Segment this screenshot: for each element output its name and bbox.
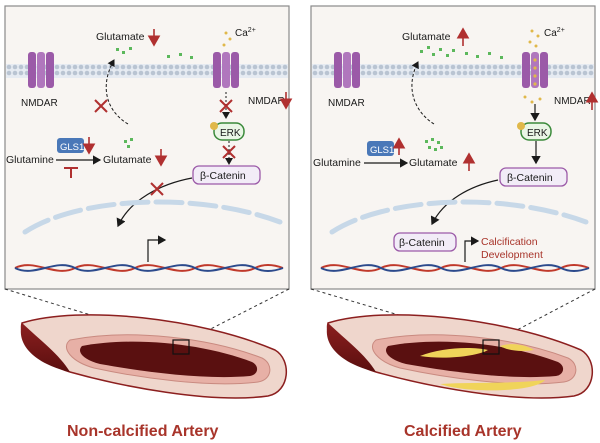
left-beta-catenin-label: β-Catenin — [200, 170, 246, 182]
right-beta-catenin-label: β-Catenin — [507, 172, 553, 184]
left-gls1-label: GLS1 — [60, 142, 84, 153]
left-glutamate-particles-mid — [124, 138, 133, 148]
left-export-cross-icon — [94, 99, 108, 113]
left-glutamate-particles-top — [116, 47, 193, 59]
right-nuclear-envelope — [329, 199, 589, 235]
left-nmdar-receptor-left — [28, 52, 54, 88]
left-panel-frame — [4, 5, 290, 290]
left-dna-strand-blue — [14, 264, 284, 272]
left-nmdar-label-left: NMDAR — [21, 98, 58, 109]
left-calcium-particles — [222, 31, 232, 47]
left-erk-cross-icon — [222, 145, 236, 159]
right-erk-phosphate-icon — [517, 122, 525, 130]
right-glutamate-mid-label: Glutamate — [409, 157, 458, 169]
right-panel: NMDAR NMDAR Glutamate Ca2+ ERK — [310, 5, 599, 290]
right-artery-title: Calcified Artery — [404, 423, 522, 440]
right-beta-catenin-nucleus-node — [393, 232, 457, 252]
left-artery-title: Non-calcified Artery — [67, 423, 219, 440]
left-erk-label: ERK — [220, 128, 241, 139]
right-nmdar-label-left: NMDAR — [328, 98, 365, 109]
left-panel: NMDAR NMDAR Glutamate Ca2+ — [4, 5, 293, 290]
left-promoter-arrow — [147, 235, 167, 262]
right-catenin-translocation-arrow — [430, 179, 499, 226]
left-erk-node — [213, 122, 245, 141]
right-glutamate-particles-top — [420, 46, 503, 59]
right-nmdar-receptor-left — [334, 52, 360, 88]
right-calcium-particles — [523, 29, 542, 104]
right-promoter-arrow — [464, 236, 480, 262]
right-nmdar-receptor-right — [522, 52, 548, 88]
left-artery-zoom-box — [172, 339, 190, 355]
right-calcification-label-line1: Calcification — [481, 236, 538, 248]
right-glutamine-label: Glutamine — [313, 157, 361, 169]
right-artery-illustration — [326, 314, 594, 399]
right-artery-zoom-box — [482, 339, 500, 355]
left-artery-illustration — [20, 314, 288, 399]
right-gls1-badge — [367, 141, 394, 156]
left-calcium-label: Ca2+ — [235, 27, 256, 39]
left-gls1-inhibition-icon — [64, 167, 78, 178]
right-glutamate-top-label: Glutamate — [402, 31, 451, 43]
left-glutamate-top-label: Glutamate — [96, 31, 145, 43]
left-translocation-cross-icon — [150, 182, 164, 196]
left-beta-catenin-node — [192, 165, 261, 185]
left-nuclear-envelope — [22, 199, 283, 235]
left-catenin-translocation-arrow — [116, 177, 193, 228]
right-calcium-plaque-lower — [440, 380, 545, 391]
right-erk-label: ERK — [527, 128, 548, 139]
left-glutamine-label: Glutamine — [6, 154, 54, 166]
left-gls1-badge — [57, 138, 84, 153]
right-glutamate-export-arrow — [411, 61, 435, 125]
right-calcium-plaque-small — [500, 344, 534, 351]
right-calcium-label: Ca2+ — [544, 27, 565, 39]
right-nmdar-label-right: NMDAR — [554, 96, 591, 107]
right-erk-node — [520, 122, 552, 141]
right-gls1-label: GLS1 — [370, 145, 394, 156]
right-calcium-plaque-upper — [420, 348, 488, 358]
right-glutamate-particles-mid — [425, 138, 443, 151]
right-beta-catenin-node — [499, 167, 568, 187]
right-calcification-label-line2: Development — [481, 249, 543, 261]
right-dna-strand-blue — [320, 264, 590, 272]
left-nmdar-cross-icon — [219, 99, 233, 113]
left-glutamate-export-arrow — [105, 59, 129, 125]
left-glutamate-mid-label: Glutamate — [103, 154, 152, 166]
left-erk-phosphate-icon — [210, 122, 218, 130]
left-nmdar-receptor-right — [213, 52, 239, 88]
right-beta-catenin-nucleus-label: β-Catenin — [399, 237, 445, 249]
left-nmdar-label-right: NMDAR — [248, 96, 285, 107]
